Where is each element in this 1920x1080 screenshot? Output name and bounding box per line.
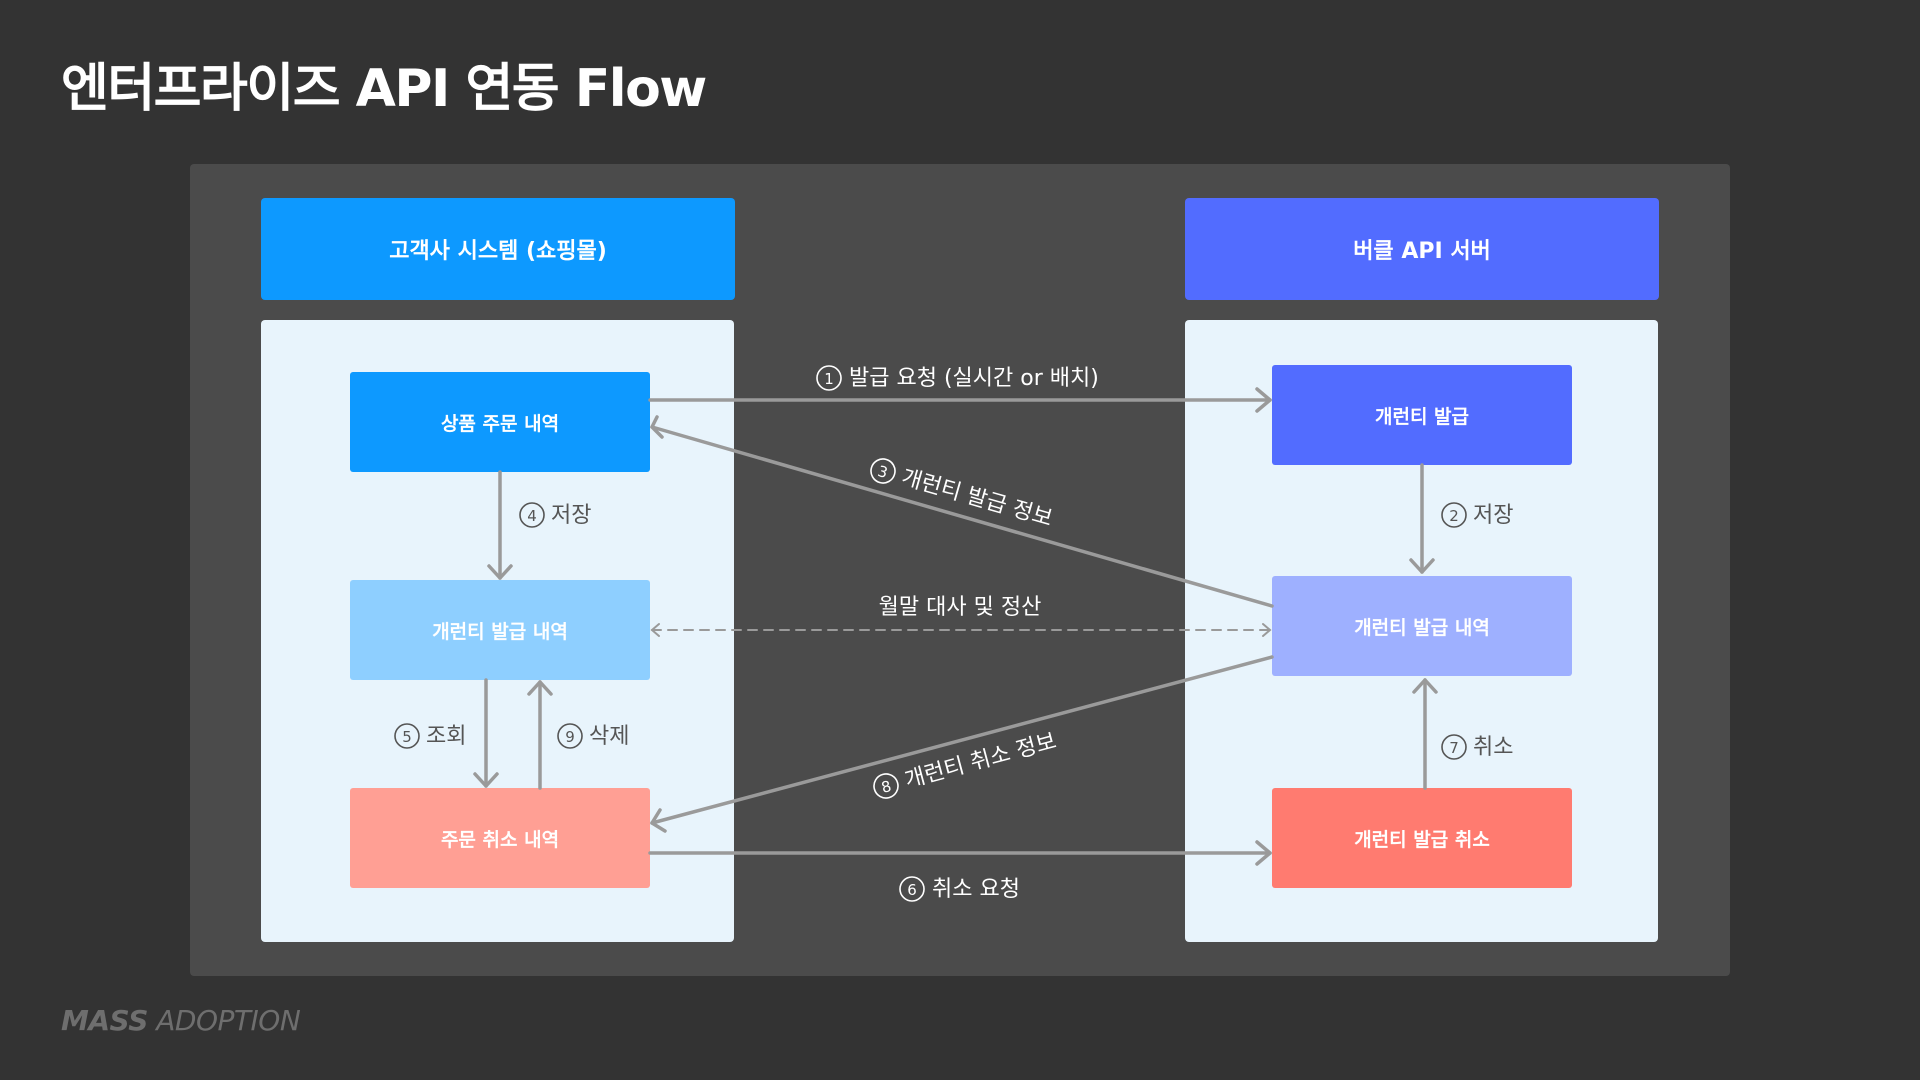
brand-logo: MASS ADOPTION [61,1004,301,1037]
step-9-circle [557,723,583,749]
edge-8-line [650,655,1274,825]
edge-5-label: 5 조회 [394,723,466,749]
edge-1-arrowhead [1255,387,1272,413]
step-6-circle [899,876,925,902]
reconcile-arrowhead-left [650,623,660,637]
edge-9-text: 삭제 [589,724,629,749]
guarantee-cancel-box: 개런티 발급 취소 [1272,788,1572,888]
edge-3-line [650,425,1274,608]
edge-6-label: 6 취소 요청 [899,876,1020,902]
step-9-number: 9 [565,728,575,746]
api-server-header: 버클 API 서버 [1185,198,1659,300]
step-6-number: 6 [907,881,917,899]
edge-7-text: 취소 [1473,735,1513,760]
edge-7-label: 7 취소 [1441,734,1513,760]
step-4-circle [519,502,545,528]
step-5-number: 5 [402,728,412,746]
edge-6-arrowhead [1255,840,1272,866]
edge-8-arrowhead [650,808,667,833]
edge-6-text: 취소 요청 [932,877,1020,902]
edge-5-arrowhead [473,772,499,788]
edge-4-text: 저장 [551,503,591,528]
edge-3-label: 3 개런티 발급 정보 [870,458,1055,532]
edge-2-text: 저장 [1473,503,1513,528]
reconcile-arrowhead-right [1262,623,1272,637]
edge-4-label: 4 저장 [519,502,591,528]
step-7-number: 7 [1449,739,1459,757]
edge-2-arrowhead [1409,558,1435,574]
step-2-number: 2 [1449,507,1459,525]
edge-9-arrowhead [527,680,553,696]
guarantee-issue-box: 개런티 발급 [1272,365,1572,465]
step-2-circle [1441,502,1467,528]
brand-logo-bold: MASS [61,1004,148,1037]
step-4-number: 4 [527,507,537,525]
order-cancel-box: 주문 취소 내역 [350,788,650,888]
step-3-circle [870,458,896,484]
guarantee-history-right-box: 개런티 발급 내역 [1272,576,1572,676]
page-title: 엔터프라이즈 API 연동 Flow [61,59,707,119]
step-7-circle [1441,734,1467,760]
edge-5-text: 조회 [426,724,466,749]
edge-7-arrowhead [1412,678,1438,694]
step-8-circle [873,773,899,799]
edge-3-arrowhead [650,415,664,439]
edge-1-label: 1 발급 요청 (실시간 or 배치) [816,365,1099,391]
step-8-number: 8 [879,777,893,797]
step-5-circle [394,723,420,749]
step-1-number: 1 [824,370,834,388]
client-system-header: 고객사 시스템 (쇼핑몰) [261,198,735,300]
edge-4-arrowhead [487,564,513,580]
edge-9-label: 9 삭제 [557,723,629,749]
reconcile-text: 월말 대사 및 정산 [879,595,1042,620]
step-3-number: 3 [876,462,890,482]
brand-logo-light: ADOPTION [156,1004,301,1037]
product-order-box: 상품 주문 내역 [350,372,650,472]
step-1-circle [816,365,842,391]
edge-2-label: 2 저장 [1441,502,1513,528]
edge-8-text: 개런티 취소 정보 [902,729,1059,793]
edge-1-text: 발급 요청 (실시간 or 배치) [849,366,1099,391]
guarantee-history-left-box: 개런티 발급 내역 [350,580,650,680]
